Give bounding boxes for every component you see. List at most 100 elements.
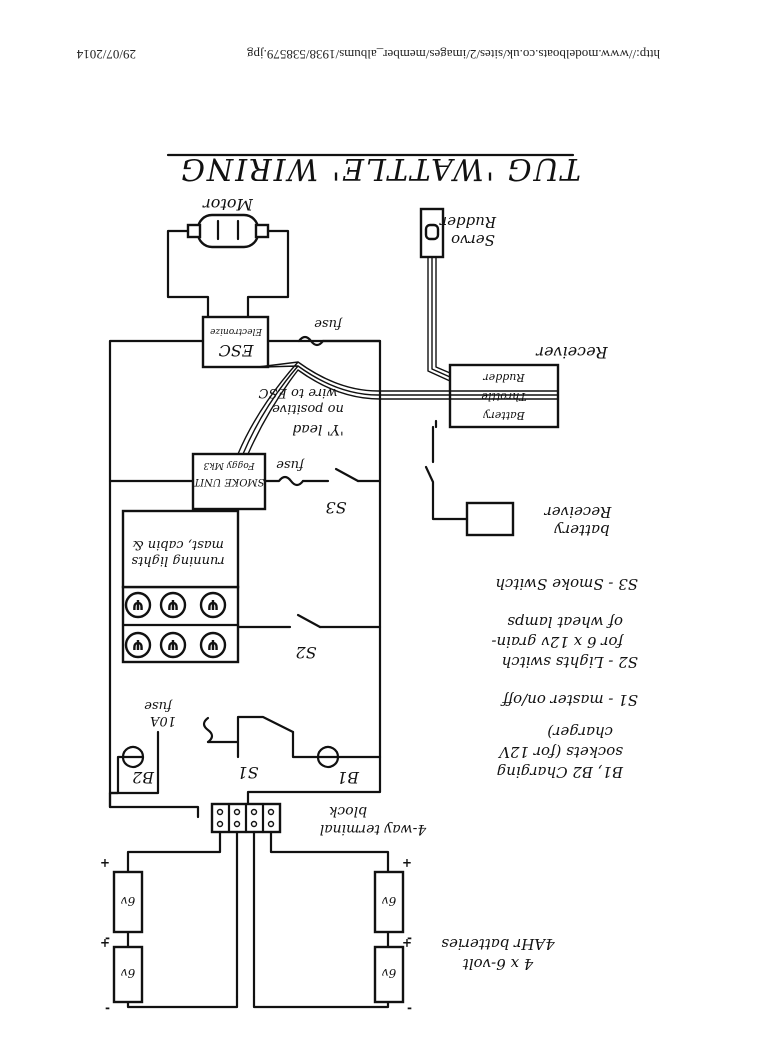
lights-label-2: running lights	[131, 553, 225, 568]
smoke-unit: Foggy Mk3 SMOKE UNIT	[191, 452, 267, 511]
master-lead-right	[108, 730, 160, 795]
receiver-channel-throttle: Throttle	[481, 390, 527, 403]
switch-s2-label: S2	[295, 643, 316, 662]
socket-b1-label: B1	[337, 768, 360, 787]
lamp-6	[124, 591, 152, 619]
s2-switch-blade	[296, 613, 322, 629]
rudder-servo: Rudder Servo	[419, 207, 497, 259]
receiver: Rudder Throttle Battery Receiver	[448, 343, 609, 429]
terminal-block	[210, 802, 282, 834]
legend-s2-line1: S2 - Lights switch	[502, 653, 638, 671]
receiver-battery-lead	[424, 465, 469, 521]
legend-s1-line1: S1 - master on/off	[500, 691, 638, 709]
legend: B1, B2 Charging sockets (for 12V charger…	[491, 575, 638, 781]
battery-2-label: 6v	[382, 966, 397, 980]
battery-1-minus: -	[407, 932, 412, 946]
battery-wire-left	[269, 830, 390, 874]
smoke-unit-label: SMOKE UNIT	[192, 476, 264, 487]
motor-lead-right	[166, 229, 210, 319]
socket-b2-label: B2	[132, 768, 155, 787]
receiver-battery: Receiver battery	[465, 501, 613, 539]
smoke-fuse-label: fuse	[276, 457, 305, 472]
battery-3-minus: -	[105, 932, 110, 946]
esc-sub-label: Electronize	[210, 326, 263, 336]
motor: Motor	[186, 195, 270, 249]
battery-1-label: 6v	[382, 894, 397, 908]
feed-right	[108, 791, 200, 819]
battery-4: 6v	[112, 945, 144, 1004]
s3-switch-blade	[334, 467, 360, 483]
diagram-title: TUG 'WATTLE' WIRING	[179, 151, 581, 186]
battery-4-minus: -	[105, 1002, 110, 1016]
receiver-battery-label-2: battery	[554, 521, 610, 539]
lamp-5-symbol: Ψ	[167, 596, 178, 611]
battery-1-plus: +	[402, 856, 412, 870]
motor-lead-left	[246, 229, 290, 319]
motor-label: Motor	[202, 195, 254, 214]
smoke-unit-sub-label: Foggy Mk3	[203, 460, 255, 470]
battery-3-label: 6v	[121, 894, 136, 908]
terminal-block-label-2: block	[329, 803, 367, 819]
capture-date: 29/07/2014	[76, 47, 136, 62]
esc-fuse-symbol	[297, 335, 325, 347]
battery-4-label: 6v	[121, 966, 136, 980]
lights-label-1: mast, cabin &	[132, 537, 224, 552]
switch-s3-label: S3	[325, 498, 346, 517]
socket-lead-left	[291, 730, 382, 759]
legend-s3-line1: S3 - Smoke Switch	[495, 575, 638, 593]
terminal-block-label-1: 4-way terminal	[320, 821, 428, 837]
lamp-1-symbol: Ψ	[207, 636, 218, 651]
y-lead-label-1: 'Y' lead	[292, 421, 343, 437]
lamp-2-symbol: Ψ	[167, 636, 178, 651]
battery-2: 6v	[373, 945, 405, 1004]
legend-s2-line3: of wheat lamps	[507, 613, 623, 631]
socket-lead-b2	[108, 755, 145, 795]
diagram-rotated: TUG 'WATTLE' WIRING Motor Electronize ES…	[100, 151, 638, 1016]
esc-label: ESC	[219, 341, 255, 360]
y-lead-label-3: wire to ESC	[259, 385, 338, 400]
receiver-channel-battery: Battery	[482, 409, 525, 422]
rudder-servo-label-2: Servo	[451, 231, 495, 249]
source-url: http://www.modelboats.co.uk/sites/2/imag…	[247, 47, 660, 62]
receiver-label: Receiver	[535, 343, 609, 362]
servo-lead	[427, 256, 451, 382]
lamp-2	[159, 631, 187, 659]
battery-2-plus: +	[402, 936, 412, 950]
y-lead-label-2: no positive	[272, 401, 344, 416]
lamp-6-symbol: Ψ	[132, 596, 143, 611]
lamp-4-symbol: Ψ	[207, 596, 218, 611]
receiver-channel-rudder: Rudder	[483, 371, 526, 384]
battery-3-plus: +	[100, 856, 110, 870]
main-fuse-label-2: fuse	[144, 698, 173, 713]
battery-2-minus: -	[407, 1002, 412, 1016]
batteries-note-2: 4AHr batteries	[441, 935, 556, 953]
lamp-1	[199, 631, 227, 659]
rudder-servo-label-1: Rudder	[439, 213, 497, 231]
legend-s2-line2: for 6 x 12v grain-	[491, 633, 624, 651]
lamp-4	[199, 591, 227, 619]
battery-return-right	[126, 995, 239, 1009]
battery-4-plus: +	[100, 936, 110, 950]
socket-b1: B1	[316, 745, 360, 787]
battery-return-left	[252, 995, 390, 1009]
main-fuse-label-1: 10A	[150, 713, 176, 728]
switch-s1-label: S1	[237, 763, 258, 782]
battery-wire-right	[126, 830, 222, 874]
y-lead	[237, 361, 559, 455]
receiver-battery-label-1: Receiver	[544, 503, 613, 521]
socket-b2: B2	[121, 745, 155, 787]
smoke-fuse-symbol	[263, 475, 305, 487]
master-switch-lead	[206, 715, 295, 759]
main-fuse-symbol	[202, 716, 214, 744]
battery-1: 6v	[373, 870, 405, 934]
legend-b1b2-line3: charger)	[547, 723, 613, 741]
esc: Electronize ESC	[201, 315, 270, 369]
lamp-5	[159, 591, 187, 619]
batteries-note-1: 4 x 6-volt	[462, 955, 534, 973]
feed-left	[246, 755, 382, 809]
legend-b1b2-line1: B1, B2 Charging	[497, 763, 624, 781]
lamp-3	[124, 631, 152, 659]
